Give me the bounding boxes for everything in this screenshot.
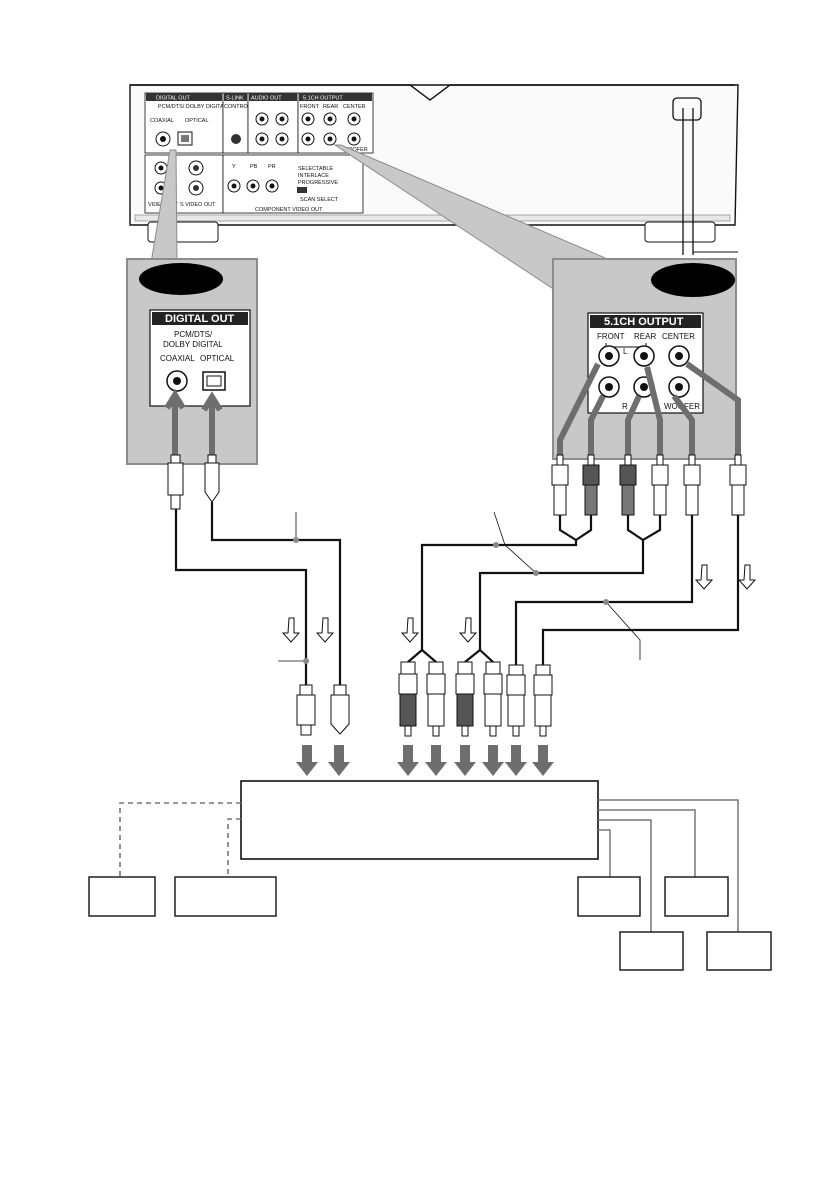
speaker-box-4 <box>706 931 772 971</box>
rear-woofer-label: WOOFER <box>343 147 368 153</box>
rear-slink-label: S-LINK <box>226 96 244 102</box>
speaker-box-2 <box>664 876 729 917</box>
dvd-player-rear: DIGITAL OUT PCM/DTS/ DOLBY DIGITAL COAXI… <box>129 84 739 255</box>
zoom-front-label: FRONT <box>597 332 625 341</box>
analog-cable-plugs-top <box>551 454 747 516</box>
rear-pb-label: PB <box>250 164 258 170</box>
rear-slink-block: S-LINK CONTROL S IN <box>222 92 263 154</box>
zoom-51ch-label: 5.1CH OUTPUT <box>604 316 684 328</box>
zoom-optical-label: OPTICAL <box>200 354 235 363</box>
rear-y-label: Y <box>232 164 236 170</box>
zoom-dolby-label: DOLBY DIGITAL <box>163 340 223 349</box>
rear-rear-label: REAR <box>323 104 338 110</box>
rear-component-video-label: COMPONENT VIDEO OUT <box>255 207 323 213</box>
zoom-51ch-panel: 5.1CH OUTPUT FRONT REAR CENTER L R WOOFE… <box>552 258 741 460</box>
51ch-jacks <box>598 345 690 398</box>
rear-digital-out-label: DIGITAL OUT <box>156 96 191 102</box>
rear-optical-label: OPTICAL <box>185 118 209 124</box>
rear-center-label: CENTER <box>343 104 366 110</box>
zoom-center-label: CENTER <box>662 332 695 341</box>
av-receiver <box>240 780 599 860</box>
rear-svideo-out-label: S VIDEO OUT <box>180 202 216 208</box>
speaker-box-3 <box>619 931 684 971</box>
rear-51ch-block: 5.1CH OUTPUT FRONT REAR CENTER WOOFER <box>297 92 374 154</box>
rear-audio-out-block: AUDIO OUT <box>247 92 299 154</box>
rear-digital-out-sub: PCM/DTS/ DOLBY DIGITAL <box>158 104 227 110</box>
speaker-box-1 <box>577 876 641 917</box>
rear-digital-out-block: DIGITAL OUT PCM/DTS/ DOLBY DIGITAL COAXI… <box>144 92 227 154</box>
rear-coaxial-label: COAXIAL <box>150 118 174 124</box>
cables <box>174 502 740 685</box>
zoom-l-label: L <box>623 347 628 356</box>
digital-cable-plugs <box>167 454 220 510</box>
zoom-digital-out-panel: DIGITAL OUT PCM/DTS/ DOLBY DIGITAL COAXI… <box>126 258 258 465</box>
rear-progressive-label: PROGRESSIVE <box>298 180 338 186</box>
source-device-a <box>88 876 156 917</box>
zoom-pcm-label: PCM/DTS/ <box>174 330 213 339</box>
source-device-b <box>174 876 277 917</box>
rear-pr-label: PR <box>268 164 276 170</box>
zoom-digital-out-label: DIGITAL OUT <box>165 313 235 325</box>
rear-interlace-label: INTERLACE <box>298 173 329 179</box>
rear-control-s-label: CONTROL S IN <box>224 104 263 110</box>
signal-flow-arrows <box>281 564 757 643</box>
input-arrows <box>296 745 554 776</box>
zoom-r-label: R <box>622 402 628 411</box>
zoom-coaxial-label: COAXIAL <box>160 354 195 363</box>
rear-audio-out-label: AUDIO OUT <box>251 96 282 102</box>
rear-51ch-label: 5.1CH OUTPUT <box>303 96 343 102</box>
rear-selectable-label: SELECTABLE <box>298 166 333 172</box>
receiver-input-plugs <box>296 661 553 737</box>
rear-scan-select-label: SCAN SELECT <box>300 197 339 203</box>
zoom-rear-label: REAR <box>634 332 656 341</box>
rear-component-block: Y PB PR SELECTABLE INTERLACE PROGRESSIVE… <box>222 154 364 214</box>
rear-front-label: FRONT <box>300 104 320 110</box>
rear-video-out-block: VIDEO OUT S VIDEO OUT <box>144 154 224 214</box>
